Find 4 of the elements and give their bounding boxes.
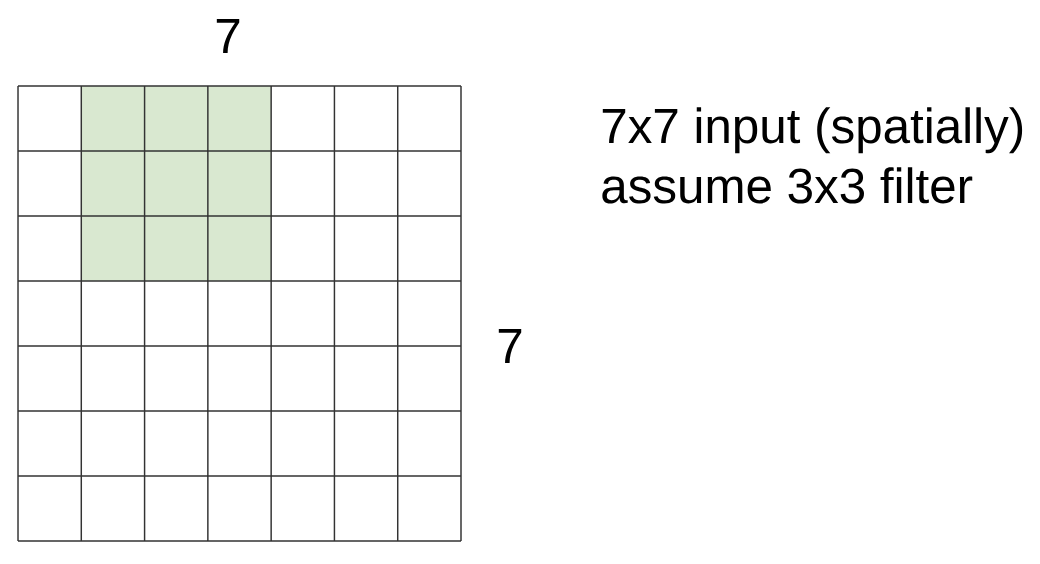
- size-label: 7: [498, 329, 522, 363]
- note-text: 7x7 input (spatially): [602, 107, 1023, 154]
- note-text: assume 3x3 filter: [602, 167, 973, 204]
- size-label: 7: [216, 19, 240, 53]
